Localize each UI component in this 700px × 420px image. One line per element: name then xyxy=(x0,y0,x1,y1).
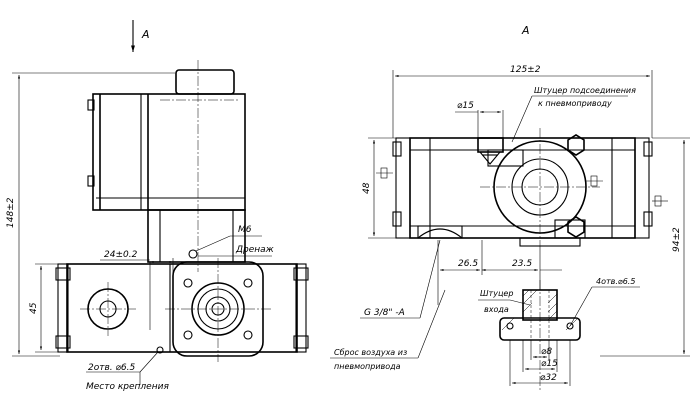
inlet-fitting-label-1: Штуцер xyxy=(480,289,513,298)
valve-body xyxy=(55,263,309,353)
dim-23-5-label: 23.5 xyxy=(512,259,532,269)
height-48-dimension: 48 xyxy=(362,137,396,239)
thread-g-label: G 3/8" -A xyxy=(364,308,405,318)
overall-width-dimension: 125±2 xyxy=(392,65,653,138)
flange-height-label: 45 xyxy=(29,302,39,314)
overall-width-label: 125±2 xyxy=(510,65,541,75)
left-view: A 148±2 xyxy=(6,20,309,392)
spacing-label: 24±0.2 xyxy=(104,250,138,260)
solenoid-housing xyxy=(87,69,246,263)
inlet-bore-dimensions: ⌀8 ⌀15 ⌀32 xyxy=(509,340,571,386)
overall-height-label: 148±2 xyxy=(6,197,16,228)
air-release-label-2: пневмопривода xyxy=(334,362,401,371)
dim-26-5-label: 26.5 xyxy=(458,259,478,269)
inlet-bore-label: ⌀8 xyxy=(541,347,552,357)
thread-m6-label: M6 xyxy=(238,225,252,235)
thread-callout: G 3/8" -A xyxy=(360,239,441,319)
air-release-label-1: Сброс воздуха из xyxy=(334,348,407,357)
right-view: A 125±2 Штуцер подсоединения к пневмопри… xyxy=(330,24,690,390)
view-title-label: A xyxy=(521,24,530,37)
actuator-body-side xyxy=(392,137,653,239)
horizontal-offset-dimensions: 26.5 23.5 xyxy=(437,240,562,305)
mount-holes-callout: 2отв. ⌀6.5 Место крепления xyxy=(86,346,169,392)
inlet-holes-label: 4отв.⌀6.5 xyxy=(596,277,635,286)
inlet-fitting-callout: Штуцер входа xyxy=(478,289,531,314)
side-port xyxy=(80,282,136,336)
fitting-diameter-label: ⌀15 xyxy=(457,101,474,111)
valve-body-circle xyxy=(480,128,600,246)
connection-fitting-callout: Штуцер подсоединения к пневмоприводу xyxy=(511,86,636,143)
fitting-diameter-dimension: ⌀15 xyxy=(455,101,504,140)
connection-fitting-label-1: Штуцер подсоединения xyxy=(534,86,636,95)
height-94-label: 94±2 xyxy=(672,227,682,252)
drain-port: M6 Дренаж xyxy=(188,225,275,259)
view-direction-arrow: A xyxy=(131,20,150,52)
lower-port-section xyxy=(417,219,586,247)
mount-holes-label: 2отв. ⌀6.5 xyxy=(88,363,136,373)
connection-fitting-label-2: к пневмоприводу xyxy=(538,99,612,108)
inlet-fitting-label-2: входа xyxy=(484,305,509,314)
side-markers xyxy=(376,167,668,207)
inlet-flange-front xyxy=(165,258,272,362)
mount-place-label: Место крепления xyxy=(86,382,169,392)
inlet-d15-label: ⌀15 xyxy=(541,359,558,369)
inlet-d32-label: ⌀32 xyxy=(540,373,557,383)
spacing-dimension: 24±0.2 xyxy=(100,250,174,330)
air-release-callout: Сброс воздуха из пневмопривода xyxy=(330,289,446,371)
inlet-flange-section xyxy=(499,246,581,390)
inlet-holes-callout: 4отв.⌀6.5 xyxy=(569,277,640,327)
flange-height-dimension: 45 xyxy=(29,263,58,353)
overall-height-dimension: 148±2 xyxy=(6,72,175,357)
view-arrow-label: A xyxy=(141,28,150,41)
drain-label: Дренаж xyxy=(235,245,275,255)
height-94-dimension: 94±2 xyxy=(600,137,690,357)
height-48-label: 48 xyxy=(362,182,372,194)
